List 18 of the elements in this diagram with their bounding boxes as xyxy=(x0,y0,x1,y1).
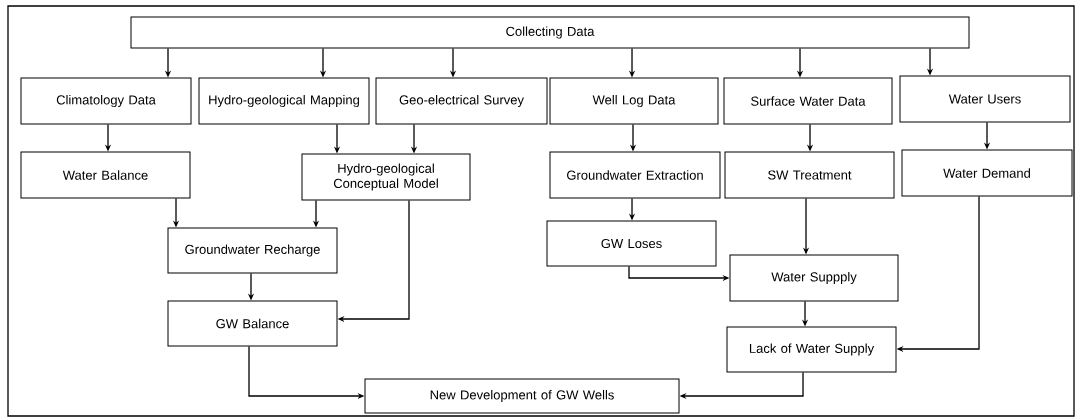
process-box: GW Loses xyxy=(546,220,717,267)
process-box: Well Log Data xyxy=(549,77,719,125)
process-box: Water Users xyxy=(899,75,1071,123)
process-box: Climatology Data xyxy=(20,77,192,125)
process-box: Water Balance xyxy=(20,151,191,199)
process-box: New Development of GW Wells xyxy=(364,378,680,414)
process-box: Groundwater Recharge xyxy=(167,227,338,274)
process-box: Groundwater Extraction xyxy=(549,151,721,199)
process-box: Water Demand xyxy=(901,149,1073,197)
process-box: SW Treatment xyxy=(724,151,895,199)
process-box: GW Balance xyxy=(167,300,338,347)
process-box: Collecting Data xyxy=(130,16,970,49)
process-box: Water Suppply xyxy=(729,254,899,302)
process-box: Hydro-geological Conceptual Model xyxy=(301,153,471,201)
process-box: Geo-electrical Survey xyxy=(375,77,548,125)
process-box: Lack of Water Supply xyxy=(726,326,897,373)
process-box: Hydro-geological Mapping xyxy=(198,77,370,125)
process-box: Surface Water Data xyxy=(723,77,893,125)
